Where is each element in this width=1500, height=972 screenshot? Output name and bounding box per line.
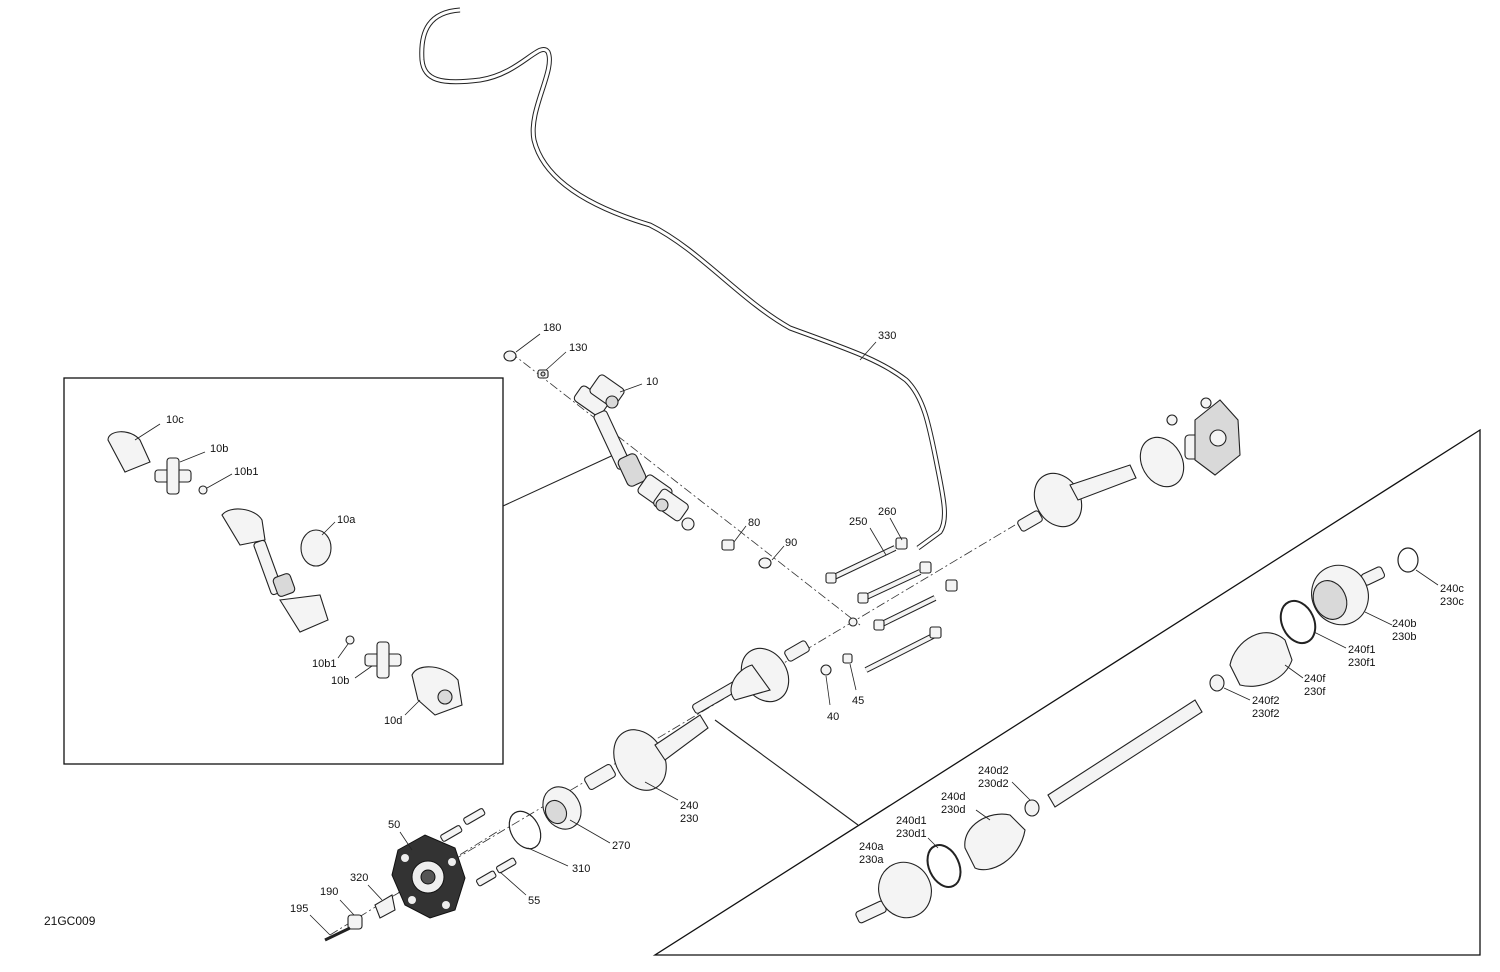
label-230f: 230f	[1304, 686, 1326, 698]
label-45: 45	[852, 695, 864, 707]
hub-upper	[1166, 397, 1241, 476]
clamp-240f2	[1209, 674, 1225, 692]
part-labels: 180 130 10 330 10c 10b 10b1 10a 10b1 10b…	[44, 322, 1464, 928]
hose-330	[419, 7, 947, 551]
nut-190	[347, 914, 363, 930]
wheel-hub-50	[391, 834, 466, 919]
label-55: 55	[528, 895, 540, 907]
bolt-130	[537, 369, 549, 379]
label-240d2: 240d2	[978, 765, 1009, 777]
label-240d1: 240d1	[896, 815, 927, 827]
axle-shaft	[1047, 699, 1203, 808]
label-10: 10	[646, 376, 658, 388]
washer-180	[503, 350, 517, 362]
label-240c: 240c	[1440, 583, 1464, 595]
diagram-code: 21GC009	[44, 914, 96, 928]
label-40: 40	[827, 711, 839, 723]
label-310: 310	[572, 863, 590, 875]
axis-line-prop	[509, 351, 861, 626]
propeller-shaft-10	[573, 374, 695, 531]
label-260: 260	[878, 506, 896, 518]
label-230d: 230d	[941, 804, 965, 816]
label-230d1: 230d1	[896, 828, 927, 840]
boot-240d	[964, 813, 1026, 871]
clamp-240f1	[1279, 599, 1317, 645]
label-240a: 240a	[859, 841, 884, 853]
yoke-10c	[107, 431, 151, 473]
frame-connector-line	[714, 719, 859, 826]
boot-10a	[300, 529, 332, 567]
leader-lines	[134, 333, 1439, 936]
label-180: 180	[543, 322, 561, 334]
cross-10b-bottom	[364, 641, 402, 679]
label-130: 130	[569, 342, 587, 354]
nuts-260	[848, 537, 958, 627]
inset-connector-line	[502, 451, 621, 507]
label-10b1-bottom: 10b1	[312, 658, 336, 670]
yoke-10d	[411, 666, 463, 716]
nut-80	[721, 539, 735, 551]
bolts-55	[440, 808, 517, 887]
label-230c: 230c	[1440, 596, 1464, 608]
cotter-pin-195	[324, 926, 351, 942]
label-10d: 10d	[384, 715, 402, 727]
label-240b: 240b	[1392, 618, 1416, 630]
label-320: 320	[350, 872, 368, 884]
label-190: 190	[320, 886, 338, 898]
drive-shaft-240-230	[584, 640, 810, 791]
label-90: 90	[785, 537, 797, 549]
label-80: 80	[748, 517, 760, 529]
label-230d2: 230d2	[978, 778, 1009, 790]
label-230: 230	[680, 813, 698, 825]
clamp-240d1	[926, 844, 962, 888]
inner-joint-240a	[855, 861, 932, 924]
drive-shaft-upper	[1017, 434, 1208, 532]
clamp-240d2	[1024, 799, 1040, 817]
boot-240f	[1229, 632, 1293, 687]
label-330: 330	[878, 330, 896, 342]
bearing-10b1-top	[198, 485, 208, 495]
circlip-240c	[1397, 547, 1419, 573]
label-10a: 10a	[337, 514, 356, 526]
shaft-10-inset	[221, 508, 329, 633]
bearing-10b1-bottom	[345, 635, 355, 645]
label-270: 270	[612, 840, 630, 852]
label-10b-top: 10b	[210, 443, 228, 455]
cross-10b-top	[154, 457, 192, 495]
label-230a: 230a	[859, 854, 884, 866]
label-230f1: 230f1	[1348, 657, 1376, 669]
washer-90	[758, 557, 772, 569]
inset-frame-propeller-shaft	[63, 377, 504, 765]
label-240: 240	[680, 800, 698, 812]
label-50: 50	[388, 819, 400, 831]
label-240d: 240d	[941, 791, 965, 803]
label-240f: 240f	[1304, 673, 1326, 685]
label-10b1-top: 10b1	[234, 466, 258, 478]
washer-40	[820, 664, 832, 676]
label-10c: 10c	[166, 414, 184, 426]
label-230f2: 230f2	[1252, 708, 1280, 720]
retainer-320	[374, 894, 396, 919]
label-240f1: 240f1	[1348, 644, 1376, 656]
label-250: 250	[849, 516, 867, 528]
nut-45	[842, 653, 853, 664]
label-240f2: 240f2	[1252, 695, 1280, 707]
axis-line-hub	[329, 829, 501, 936]
outer-joint-240b	[1311, 564, 1386, 626]
circlip-310	[508, 810, 542, 850]
bearing-270	[542, 786, 582, 830]
label-230b: 230b	[1392, 631, 1416, 643]
label-195: 195	[290, 903, 308, 915]
frame-drive-shaft-breakdown	[652, 428, 1481, 956]
label-10b-bottom: 10b	[331, 675, 349, 687]
